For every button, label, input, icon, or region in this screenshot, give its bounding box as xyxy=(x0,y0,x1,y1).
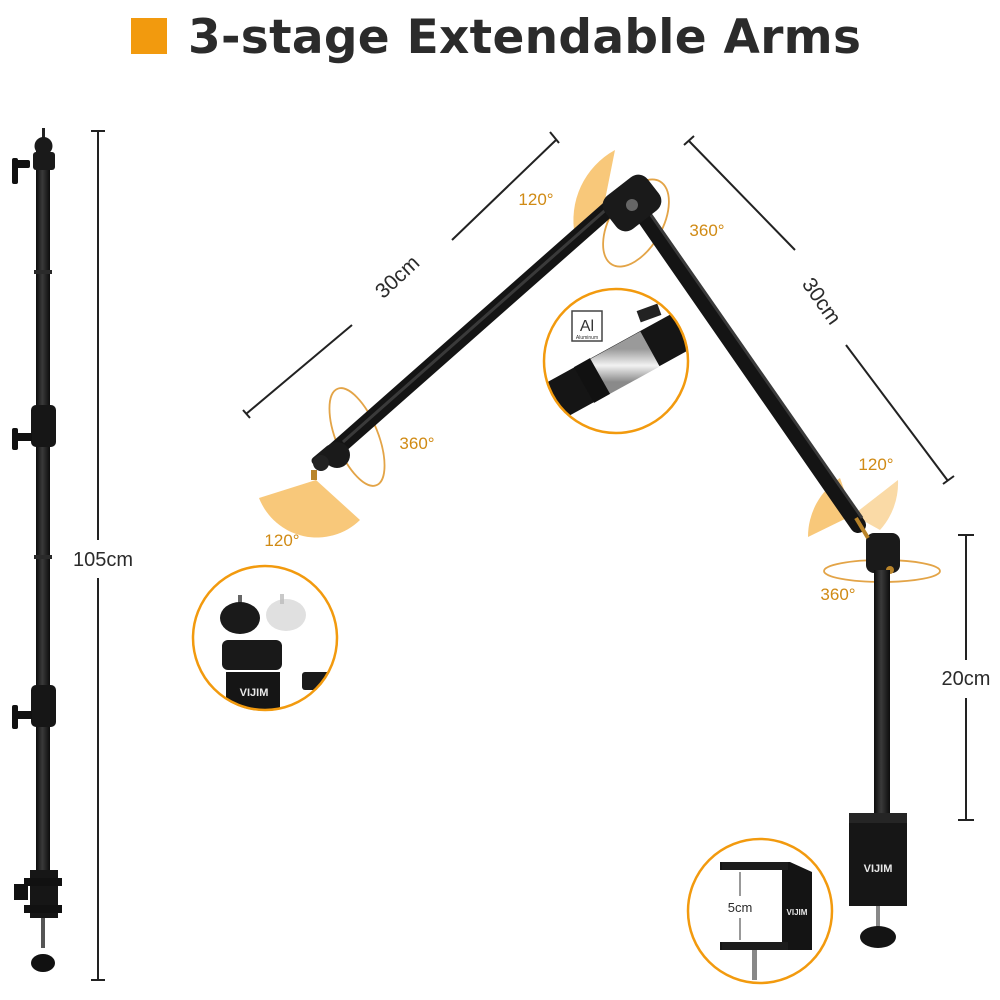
title-accent-square xyxy=(131,18,167,54)
material-badge-text: Aluminum xyxy=(576,335,598,341)
middle-arm-dimension xyxy=(683,135,955,485)
rotation-sectors xyxy=(259,150,899,538)
base-rotate-label: 360° xyxy=(820,585,855,604)
total-height-label: 105cm xyxy=(73,549,133,571)
clamp-inset: 5cm VIJIM xyxy=(686,837,834,985)
middle-arm-length-label: 30cm xyxy=(797,274,845,329)
total-height-dimension: 105cm xyxy=(73,130,133,981)
clamp-inset-brand-label: VIJIM xyxy=(787,908,808,917)
ball-head-brand-label: VIJIM xyxy=(240,687,269,699)
tip-rotate-label: 360° xyxy=(399,434,434,453)
upper-arm-length-label: 30cm xyxy=(371,251,424,303)
header: 3-stage Extendable Arms xyxy=(0,0,1000,80)
aluminum-detail-inset: Al Aluminum xyxy=(542,287,690,435)
extended-stand xyxy=(12,128,62,972)
ball-head-inset: VIJIM xyxy=(191,564,339,712)
elbow-rotate-label: 360° xyxy=(689,221,724,240)
clamp-brand-label: VIJIM xyxy=(864,863,893,875)
tip-tilt-label: 120° xyxy=(264,531,299,550)
upper-arm-dimension xyxy=(242,131,560,419)
base-pole-dimension xyxy=(958,534,974,821)
base-pole-height-label: 20cm xyxy=(942,668,991,690)
elbow-tilt-label: 120° xyxy=(518,190,553,209)
articulated-arm: VIJIM xyxy=(311,174,907,948)
page-title: 3-stage Extendable Arms xyxy=(188,10,862,65)
material-badge-symbol: Al xyxy=(580,318,594,335)
base-tilt-label: 120° xyxy=(858,455,893,474)
clamp-opening-label: 5cm xyxy=(728,900,753,915)
